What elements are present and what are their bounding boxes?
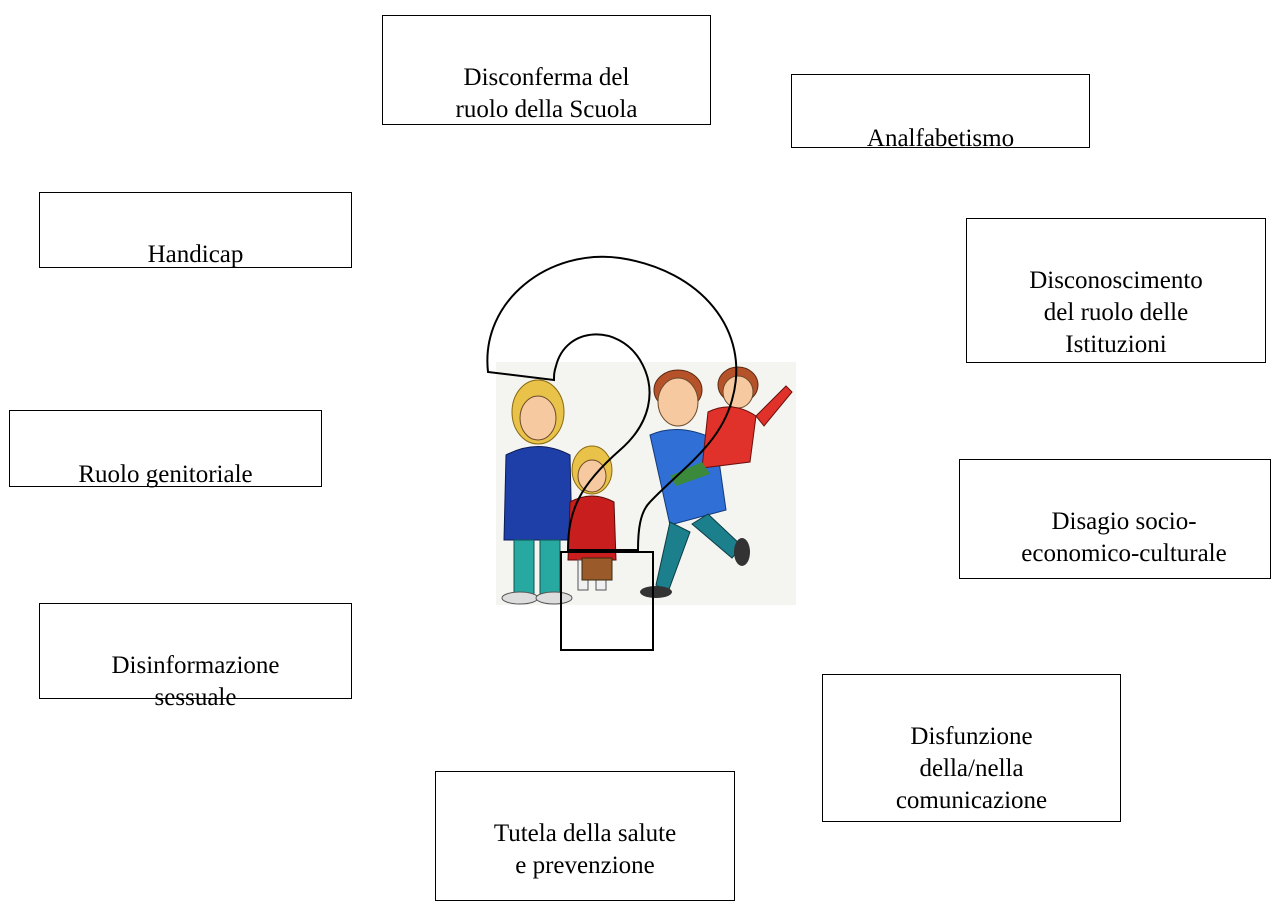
disconoscimento-label: Disconoscimento del ruolo delle Istituzi…	[1029, 267, 1203, 358]
disfunzione-box: Disfunzione della/nella comunicazione	[822, 674, 1121, 822]
analfabetismo-box: Analfabetismo	[791, 74, 1090, 152]
question-mark-outline	[486, 255, 738, 551]
ruolo-genitoriale-label: Ruolo genitoriale	[78, 461, 253, 488]
question-mark-family-icon	[486, 255, 796, 651]
disinformazione-label: Disinformazione sessuale	[111, 652, 280, 711]
disconferma-box: Disconferma del ruolo della Scuola	[382, 15, 711, 125]
question-mark-dot	[560, 551, 654, 651]
diagram-page: { "boxes": { "disconferma": "Disconferma…	[9, 15, 1271, 901]
disagio-box: Disagio socio- economico-culturale	[959, 459, 1271, 579]
boy-figure-icon	[670, 366, 793, 486]
disfunzione-label: Disfunzione della/nella comunicazione	[895, 723, 1048, 814]
disconoscimento-box: Disconoscimento del ruolo delle Istituzi…	[966, 218, 1266, 363]
handicap-label: Handicap	[147, 241, 244, 268]
disconferma-label: Disconferma del ruolo della Scuola	[455, 64, 638, 123]
disagio-label: Disagio socio- economico-culturale	[1021, 508, 1227, 567]
handicap-box: Handicap	[39, 192, 352, 268]
disinformazione-box: Disinformazione sessuale	[39, 603, 352, 711]
tutela-box: Tutela della salute e prevenzione	[435, 771, 735, 901]
girl-figure-icon	[567, 445, 617, 591]
analfabetismo-label: Analfabetismo	[866, 125, 1015, 152]
ruolo-genitoriale-box: Ruolo genitoriale	[9, 410, 322, 488]
woman-figure-icon	[501, 379, 573, 605]
tutela-label: Tutela della salute e prevenzione	[493, 820, 677, 879]
